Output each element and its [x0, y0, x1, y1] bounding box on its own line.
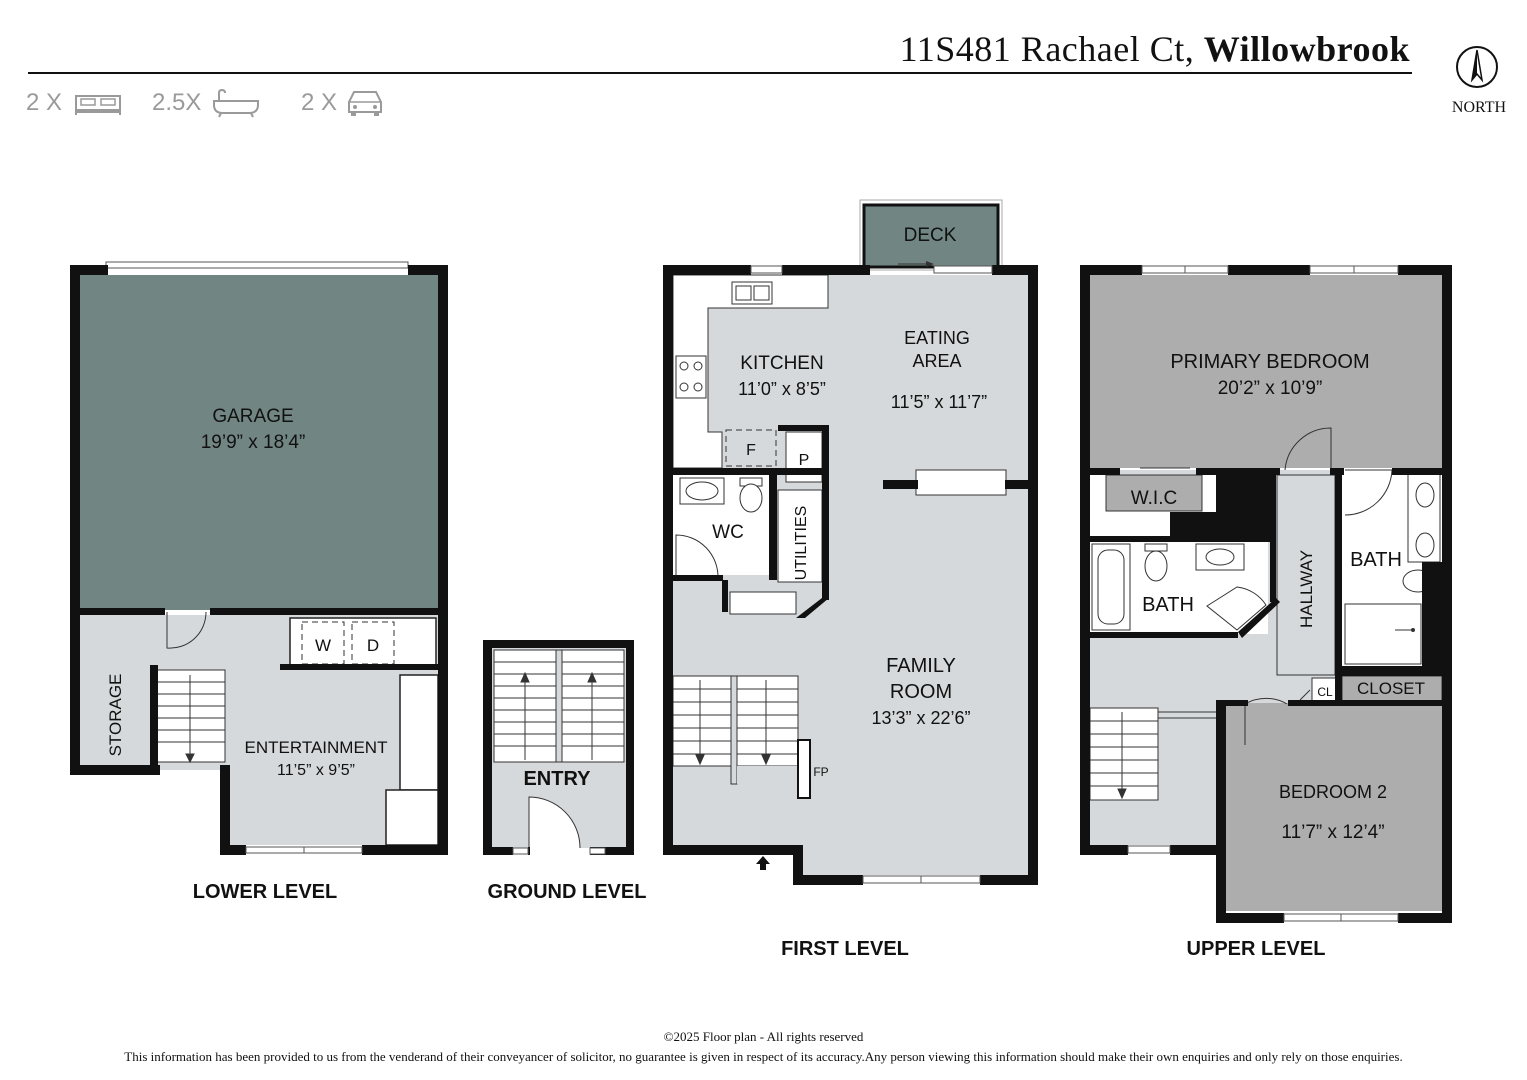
- first-walls: [663, 265, 1038, 885]
- upper-walls: [1080, 265, 1452, 923]
- first-stairs: [672, 675, 799, 785]
- bathrooms-count: 2.5X: [152, 88, 261, 118]
- upper-level: [1080, 265, 1452, 923]
- address-line: 11S481 Rachael Ct,: [899, 29, 1195, 69]
- property-address: 11S481 Rachael Ct, Willowbrook: [900, 28, 1410, 70]
- city-name: Willowbrook: [1203, 29, 1410, 69]
- fridge-label: F: [746, 442, 756, 459]
- ground-level-title: GROUND LEVEL: [488, 881, 647, 903]
- lower-walls: [70, 265, 448, 855]
- ground-walls: [483, 640, 634, 855]
- eating-dims: 11’5” x 11’7”: [891, 392, 987, 412]
- fireplace-label: FP: [813, 765, 828, 779]
- deck-area: [862, 203, 1000, 269]
- bath-b-label: BATH: [1350, 549, 1402, 571]
- garage-dims: 19’9” x 18’4”: [201, 432, 306, 453]
- linen-closet: [1311, 677, 1337, 703]
- entrance-arrow-icon: [756, 856, 770, 870]
- lower-stairs: [156, 669, 226, 764]
- garage-door: [105, 261, 409, 269]
- first-level: [663, 199, 1038, 885]
- stove: [675, 355, 707, 399]
- bedroom2-floor: [1226, 703, 1442, 911]
- upper-stairs: [1089, 707, 1221, 801]
- ground-level: [483, 640, 634, 855]
- lower-closet: [399, 674, 439, 791]
- compass-label: NORTH: [1452, 99, 1507, 116]
- header-divider: [28, 72, 1412, 74]
- storage-label: STORAGE: [106, 674, 125, 757]
- family-label-1: FAMILY: [886, 655, 956, 677]
- copyright-notice: ©2025 Floor plan - All rights reserved: [663, 1029, 864, 1044]
- entertainment-dims: 11’5” x 9’5”: [277, 762, 355, 779]
- bedrooms-count: 2 X: [26, 88, 124, 118]
- garage-count-label: 2 X: [301, 89, 338, 116]
- washer-label: W: [315, 636, 331, 655]
- primary-bedroom-label: PRIMARY BEDROOM: [1170, 351, 1369, 373]
- bedroom2-label: BEDROOM 2: [1279, 782, 1387, 802]
- family-label-2: ROOM: [890, 681, 952, 703]
- lower-cabinet: [385, 789, 439, 846]
- first-closet: [729, 591, 797, 615]
- pantry-label: P: [799, 452, 810, 469]
- kitchen-sink: [731, 281, 773, 305]
- upper-level-title: UPPER LEVEL: [1187, 938, 1326, 960]
- entry-stairs: [493, 649, 625, 763]
- utilities-label: UTILITIES: [793, 506, 810, 581]
- bath-a-label: BATH: [1142, 594, 1194, 616]
- eating-label-2: AREA: [912, 351, 961, 371]
- entry-door: [528, 796, 581, 849]
- disclaimer-text: This information has been provided to us…: [124, 1049, 1403, 1064]
- garage-entry-door: [166, 611, 207, 649]
- garage-floor: [80, 275, 438, 610]
- family-room-floor: [800, 490, 1028, 875]
- first-cabinet: [915, 469, 1007, 496]
- car-icon: [348, 91, 383, 116]
- garage-count: 2 X: [301, 88, 385, 118]
- kitchen-label: KITCHEN: [740, 353, 823, 374]
- primary-bedroom-floor: [1090, 275, 1442, 468]
- kitchen-dims: 11’0” x 8’5”: [738, 379, 826, 399]
- fireplace: [797, 739, 811, 799]
- laundry-closet: [289, 617, 437, 667]
- first-level-title: FIRST LEVEL: [781, 938, 909, 960]
- family-dims: 13’3” x 22’6”: [871, 708, 970, 728]
- deck-label: DECK: [904, 225, 957, 246]
- entry-label: ENTRY: [523, 768, 591, 790]
- north-compass: NORTH: [1448, 42, 1510, 122]
- primary-bedroom-dims: 20’2” x 10’9”: [1218, 378, 1323, 399]
- garage-label: GARAGE: [212, 406, 293, 427]
- wc-label: WC: [712, 522, 744, 543]
- compass-icon: NORTH: [1452, 46, 1507, 116]
- lower-level: [70, 261, 448, 855]
- cl-label: CL: [1317, 685, 1333, 699]
- bedrooms-count-label: 2 X: [26, 89, 63, 116]
- fridge-space: [725, 429, 777, 467]
- bathrooms-count-label: 2.5X: [152, 89, 202, 116]
- bathtub-icon: [213, 88, 260, 118]
- wic-label: W.I.C: [1131, 488, 1177, 509]
- walk-in-closet: [1105, 474, 1203, 512]
- eating-label-1: EATING: [904, 328, 970, 348]
- dryer-label: D: [367, 636, 379, 655]
- lower-level-title: LOWER LEVEL: [193, 881, 337, 903]
- bedroom2-dims: 11’7” x 12’4”: [1281, 822, 1384, 843]
- closet-label: CLOSET: [1357, 679, 1425, 698]
- bed-icon: [75, 95, 122, 115]
- entertainment-label: ENTERTAINMENT: [245, 738, 388, 757]
- hallway-label: HALLWAY: [1297, 550, 1316, 628]
